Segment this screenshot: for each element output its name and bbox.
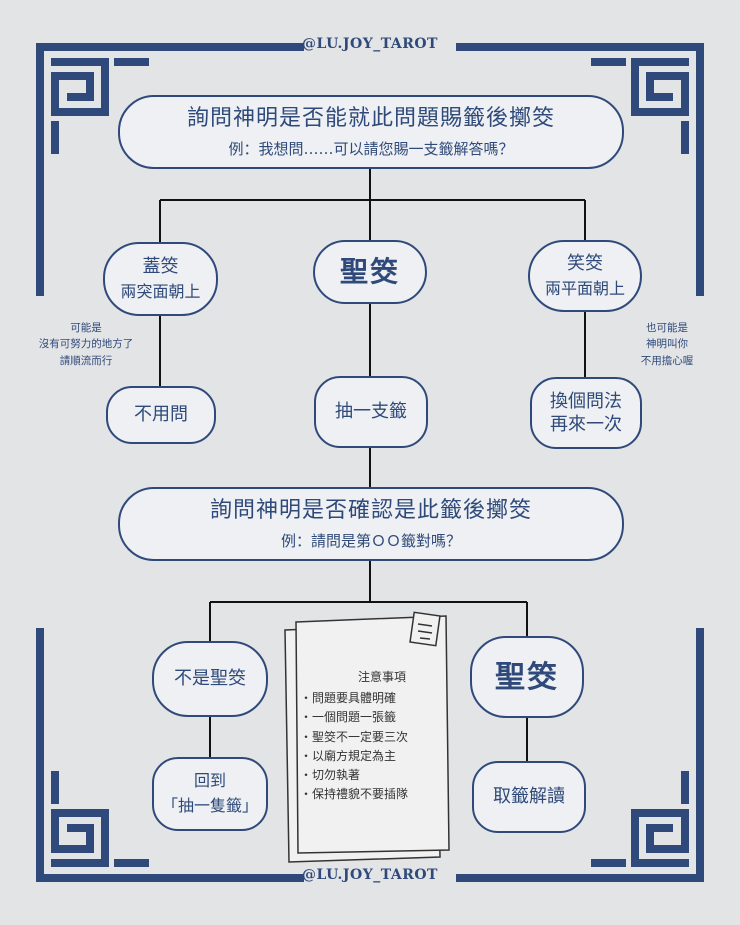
side-note-right-line: 也可能是 bbox=[646, 322, 688, 334]
not-sheng-jiao-box: 不是聖筊 bbox=[152, 641, 268, 717]
notice-item: 切勿執著 bbox=[300, 766, 450, 785]
gai-jiao-desc: 兩突面朝上 bbox=[120, 282, 201, 302]
stamp-icon bbox=[409, 611, 441, 647]
gai-jiao-box: 蓋筊 兩突面朝上 bbox=[103, 242, 218, 316]
draw-lot-box: 抽一支籤 bbox=[314, 376, 428, 448]
go-back-box: 回到 「抽一隻籤」 bbox=[152, 757, 268, 831]
notice-item: 一個問題一張籤 bbox=[300, 708, 450, 727]
step1-example: 例：我想問……可以請您賜一支籤解答嗎？ bbox=[228, 139, 514, 158]
sheng-jiao-box: 聖筊 bbox=[313, 240, 427, 304]
step2-example: 例：請問是第ＯＯ籤對嗎？ bbox=[280, 531, 461, 550]
watermark-bottom: @LU.JOY_TAROT bbox=[302, 867, 438, 883]
xiao-jiao-box: 笑筊 兩平面朝上 bbox=[528, 240, 642, 312]
step1-question-box: 詢問神明是否能就此問題賜籤後擲筊 例：我想問……可以請您賜一支籤解答嗎？ bbox=[118, 95, 624, 169]
go-back-line: 回到 bbox=[193, 771, 226, 791]
sheng-jiao-confirm-box: 聖筊 bbox=[470, 636, 584, 718]
read-lot-box: 取籤解讀 bbox=[472, 761, 586, 833]
gai-jiao-name: 蓋筊 bbox=[142, 255, 179, 277]
side-note-left-line: 可能是 bbox=[70, 322, 102, 334]
sheng-jiao-confirm-label: 聖筊 bbox=[495, 659, 559, 695]
no-need-label: 不用問 bbox=[134, 404, 188, 426]
side-note-left-line: 沒有可努力的地方了 bbox=[38, 338, 134, 351]
xiao-jiao-desc: 兩平面朝上 bbox=[544, 279, 625, 299]
frame-top bbox=[36, 43, 704, 296]
no-need-box: 不用問 bbox=[106, 386, 216, 444]
notice-item: 以廟方規定為主 bbox=[300, 747, 450, 766]
notice-list: 注意事項 問題要具體明確 一個問題一張籤 聖筊不一定要三次 以廟方規定為主 切勿… bbox=[300, 668, 450, 804]
not-sheng-jiao-label: 不是聖筊 bbox=[174, 668, 246, 690]
notice-item: 保持禮貌不要插隊 bbox=[300, 785, 450, 804]
retry-line: 再來一次 bbox=[550, 414, 622, 435]
sheng-jiao-name: 聖筊 bbox=[339, 254, 400, 288]
watermark-top: @LU.JOY_TAROT bbox=[302, 36, 438, 52]
step2-title: 詢問神明是否確認是此籤後擲筊 bbox=[209, 497, 532, 523]
draw-lot-label: 抽一支籤 bbox=[335, 401, 407, 423]
read-lot-label: 取籤解讀 bbox=[493, 786, 565, 808]
notice-item: 問題要具體明確 bbox=[300, 689, 450, 708]
connector-lines bbox=[159, 168, 586, 761]
go-back-line: 「抽一隻籤」 bbox=[161, 796, 258, 815]
retry-line: 換個問法 bbox=[550, 390, 622, 412]
side-note-right-line: 不用擔心喔 bbox=[640, 354, 694, 367]
xiao-jiao-name: 笑筊 bbox=[567, 252, 603, 274]
notice-title: 注意事項 bbox=[357, 670, 406, 684]
step2-question-box: 詢問神明是否確認是此籤後擲筊 例：請問是第ＯＯ籤對嗎？ bbox=[118, 487, 624, 561]
side-note-right: 也可能是 神明叫你 不用擔心喔 bbox=[622, 320, 712, 369]
notice-item: 聖筊不一定要三次 bbox=[300, 728, 450, 747]
step1-title: 詢問神明是否能就此問題賜籤後擲筊 bbox=[186, 105, 555, 131]
side-note-left: 可能是 沒有可努力的地方了 請順流而行 bbox=[26, 320, 146, 369]
retry-box: 換個問法 再來一次 bbox=[530, 377, 642, 449]
frame-bottom bbox=[36, 628, 704, 882]
side-note-left-line: 請順流而行 bbox=[59, 354, 113, 367]
side-note-right-line: 神明叫你 bbox=[646, 338, 688, 351]
